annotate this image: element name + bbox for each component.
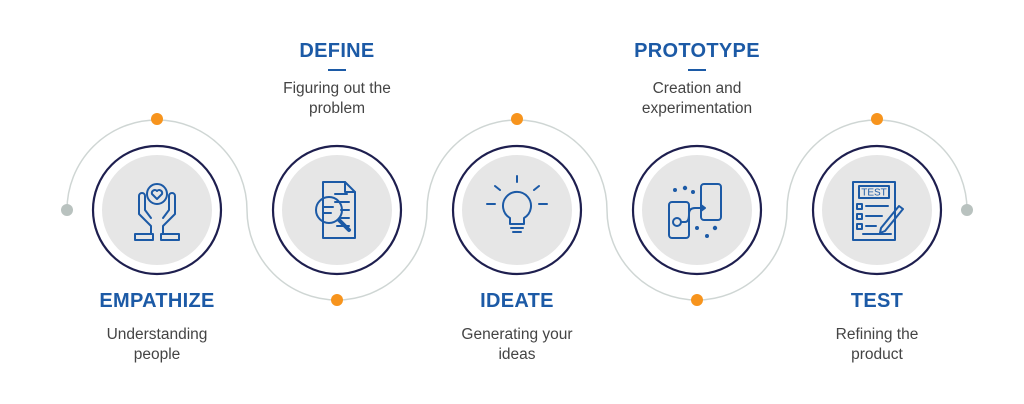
lightbulb-icon [486, 175, 548, 233]
step-node-empathize [91, 113, 223, 276]
title-underline [688, 69, 706, 71]
step-title: PROTOTYPE [634, 40, 760, 62]
wave-dot [151, 113, 163, 125]
icon-background [282, 155, 392, 265]
start-dot [61, 204, 73, 216]
document-magnifier-icon [315, 181, 356, 239]
step-label-prototype: PROTOTYPE Creation and experimentation [597, 40, 797, 119]
step-label-empathize: EMPATHIZE Understanding people [57, 290, 257, 365]
wave-dot [331, 294, 343, 306]
step-label-test: TEST Refining the product [777, 290, 977, 365]
phones-flow-icon [668, 183, 722, 239]
step-node-test: TEST [811, 113, 943, 276]
step-description: Understanding people [106, 326, 208, 363]
wave-dot [691, 294, 703, 306]
step-description: Figuring out the problem [283, 80, 391, 117]
step-title: DEFINE [299, 40, 375, 62]
step-description: Refining the product [835, 326, 919, 363]
step-label-ideate: IDEATE Generating your ideas [417, 290, 617, 365]
svg-text:TEST: TEST [861, 188, 887, 199]
title-underline [328, 69, 346, 71]
wave-dot [871, 113, 883, 125]
step-title: IDEATE [480, 290, 554, 312]
step-node-ideate [451, 113, 583, 276]
icon-background [462, 155, 572, 265]
step-title: TEST [850, 290, 904, 312]
icon-background [822, 155, 932, 265]
step-node-prototype [631, 144, 763, 306]
hands-heart-icon [134, 183, 180, 241]
step-node-define [271, 144, 403, 306]
icon-background [642, 155, 752, 265]
step-description: Generating your ideas [461, 326, 573, 363]
step-title: EMPATHIZE [99, 290, 215, 312]
wave-dot [511, 113, 523, 125]
icon-background [102, 155, 212, 265]
step-label-define: DEFINE Figuring out the problem [237, 40, 437, 119]
step-description: Creation and experimentation [641, 80, 753, 117]
test-sheet-pencil-icon: TEST [852, 181, 904, 241]
end-dot [961, 204, 973, 216]
